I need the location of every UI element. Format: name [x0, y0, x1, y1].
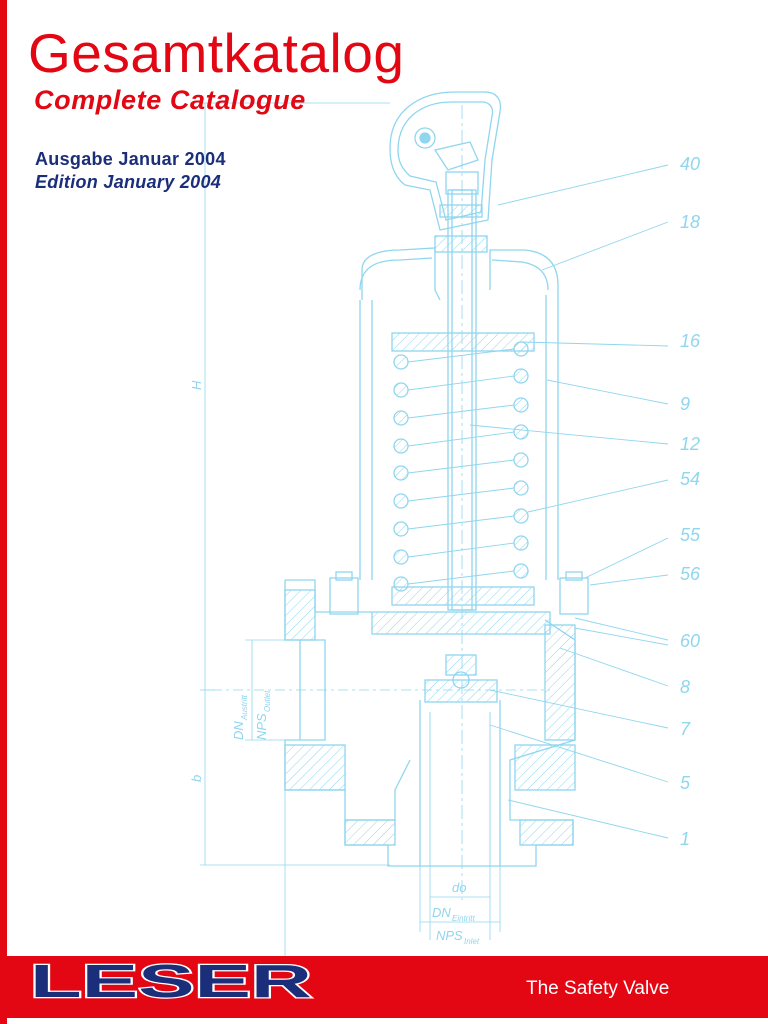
callout-8: 8 — [680, 677, 690, 697]
catalog-title: Gesamtkatalog — [28, 22, 405, 84]
dim-label-nps-inlet-sub: Inlet — [464, 937, 480, 946]
leser-logo-text: LESER — [30, 959, 312, 1003]
dim-label-nps-outlet: NPS — [254, 713, 269, 740]
dim-label-nps-outlet-sub: Outlet — [263, 690, 272, 712]
leser-logo: LESER — [29, 959, 314, 1003]
dim-label-dn-outlet-sub: Austritt — [240, 694, 249, 721]
edition-english: Edition January 2004 — [35, 172, 222, 192]
dim-label-dn-inlet-sub: Eintritt — [452, 914, 475, 923]
callout-18: 18 — [680, 212, 700, 232]
callout-55: 55 — [680, 525, 701, 545]
callout-12: 12 — [680, 434, 700, 454]
callout-56: 56 — [680, 564, 701, 584]
left-red-bar — [0, 0, 7, 1024]
callout-16: 16 — [680, 331, 701, 351]
dim-label-dn-inlet: DN — [432, 905, 451, 920]
callout-7: 7 — [680, 719, 691, 739]
callout-54: 54 — [680, 469, 700, 489]
footer-tagline: The Safety Valve — [526, 978, 670, 999]
callout-40: 40 — [680, 154, 700, 174]
dim-label-do: do — [452, 880, 466, 895]
catalog-subtitle: Complete Catalogue — [34, 85, 306, 115]
callout-1: 1 — [680, 829, 690, 849]
footer-bar: LESER The Safety Valve — [0, 956, 768, 1018]
dim-label-dn-outlet: DN — [231, 721, 246, 740]
callout-60: 60 — [680, 631, 700, 651]
callout-9: 9 — [680, 394, 690, 414]
valve-cross-section-drawing: 40 18 16 9 12 54 55 56 60 8 7 5 1 H b DN… — [189, 91, 701, 956]
dim-label-h: H — [189, 380, 204, 390]
edition-german: Ausgabe Januar 2004 — [35, 149, 226, 169]
callout-5: 5 — [680, 773, 691, 793]
dim-label-b: b — [189, 775, 204, 782]
dim-label-nps-inlet: NPS — [436, 928, 463, 943]
